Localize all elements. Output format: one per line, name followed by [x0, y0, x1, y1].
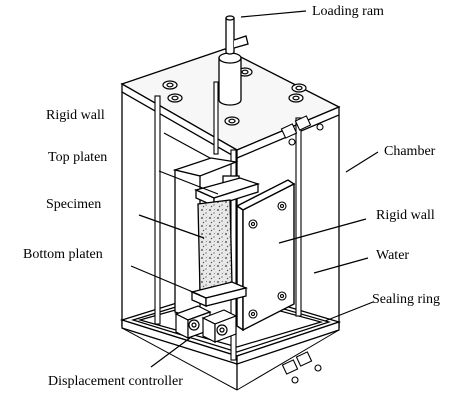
displacement-controller: [174, 305, 238, 343]
leader-rigid-wall-left: [163, 132, 211, 159]
leader-sealing-ring: [324, 301, 374, 322]
valves: [280, 115, 324, 384]
label-bottom-platen: Bottom platen: [23, 247, 103, 262]
label-sealing-ring: Sealing ring: [372, 292, 441, 307]
leader-rigid-wall-right: [278, 218, 367, 244]
leader-displacement-controller: [150, 337, 191, 368]
label-water: Water: [376, 248, 410, 263]
rigid-wall-front: [235, 179, 296, 332]
bottom-platen: [189, 281, 249, 307]
label-top-platen: Top platen: [48, 150, 108, 165]
leader-top-platen: [158, 170, 219, 195]
specimen: [197, 199, 233, 293]
label-rigid-wall-left: Rigid wall: [46, 108, 105, 123]
leader-specimen: [138, 214, 205, 239]
rigid-wall-bolts: [248, 201, 287, 319]
chamber-rods: [154, 81, 302, 361]
leader-water: [313, 257, 369, 274]
loading-ram: [218, 15, 249, 106]
label-rigid-wall-right: Rigid wall: [376, 208, 435, 223]
chamber-box: [119, 48, 342, 391]
rigid-wall-back: [172, 157, 239, 321]
label-loading-ram: Loading ram: [312, 4, 384, 19]
label-chamber: Chamber: [384, 144, 436, 159]
leader-bottom-platen: [130, 265, 201, 296]
label-displacement-controller: Displacement controller: [48, 374, 183, 389]
leader-lines: [130, 10, 379, 368]
leader-chamber: [345, 151, 379, 173]
leader-loading-ram: [240, 10, 307, 18]
label-specimen: Specimen: [46, 197, 102, 212]
